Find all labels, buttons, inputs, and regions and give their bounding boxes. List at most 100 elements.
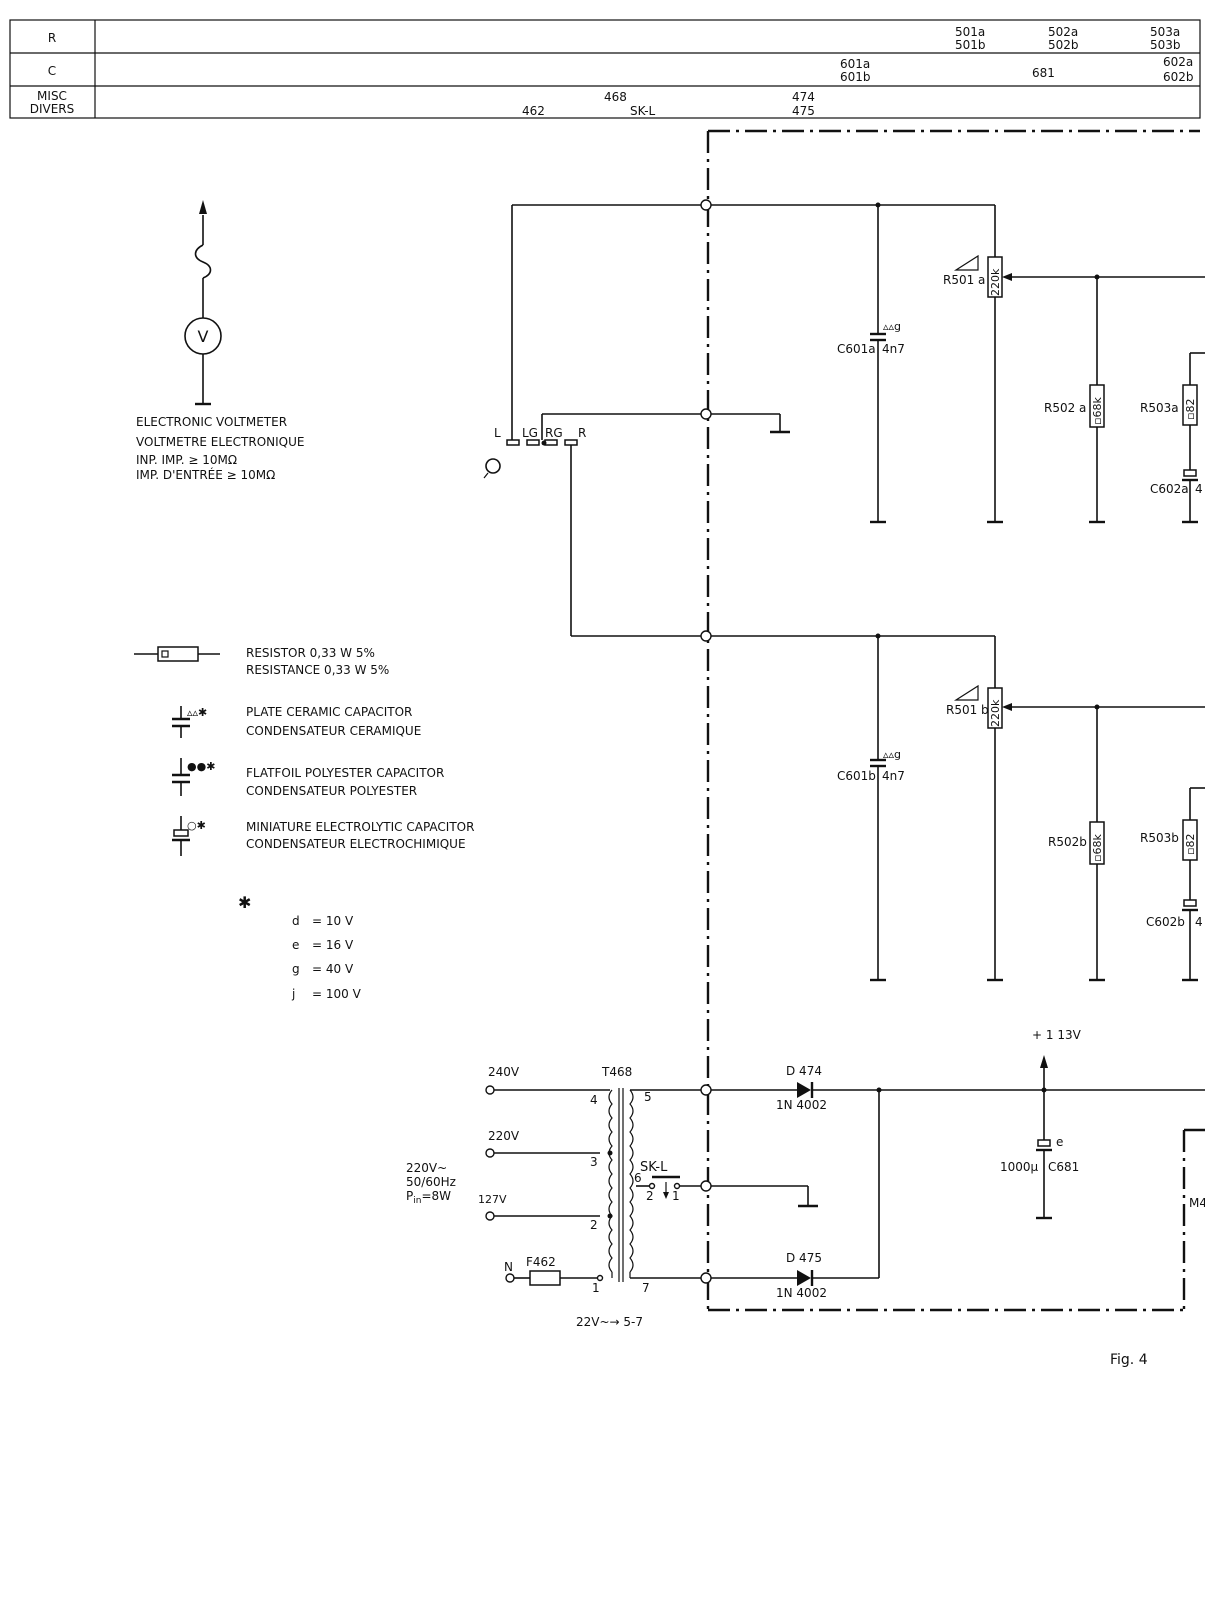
mains-power: Pin=8W [406,1189,451,1206]
c601a-mark: ▵▵g [883,320,901,333]
legend-ceramic-fr: CONDENSATEUR CERAMIQUE [246,724,421,738]
c602b-value: 4 [1195,915,1203,929]
r502a-value: ▫68k [1091,397,1104,425]
channel-a-wiring [511,199,1205,524]
r501b-value: 220k [989,699,1002,727]
voltage-value-e: = 16 V [312,938,354,952]
legend-polyester-capacitor [172,758,190,796]
table-c-601a: 601a [840,57,870,71]
c601a-ref: C601a [837,342,876,356]
supply-voltage: + 1 13V [1032,1028,1082,1042]
legend-resistor-fr: RESISTANCE 0,33 W 5% [246,663,389,677]
legend-polyester-en: FLATFOIL POLYESTER CAPACITOR [246,766,444,780]
transformer-t468: T468 [601,1065,632,1079]
table-r-501a: 501a [955,25,985,39]
voltage-code-d: d [292,914,300,928]
table-label-divers: DIVERS [30,102,75,116]
voltage-code-asterisk: ✱ [238,893,251,912]
connector-pin-r: R [578,426,586,440]
fuse-f462: F462 [526,1255,556,1269]
primary-pin-3: 3 [590,1155,598,1169]
c681-mark: e [1056,1135,1063,1149]
secondary-pin-6: 6 [634,1171,642,1185]
c681-ref: C681 [1048,1160,1079,1174]
table-c-601b: 601b [840,70,871,84]
voltage-value-g: = 40 V [312,962,354,976]
r503a-ref: R503a [1140,401,1179,415]
voltmeter-letter: V [198,327,209,346]
secondary-pin-5: 5 [644,1090,652,1104]
switch-pin-2: 2 [646,1189,654,1203]
table-label-c: C [48,64,56,78]
diode-d474-type: 1N 4002 [776,1098,827,1112]
c602a-ref: C602a [1150,482,1189,496]
legend-ceramic-capacitor [172,706,190,738]
legend-resistor-en: RESISTOR 0,33 W 5% [246,646,375,660]
voltage-code-j: j [291,987,295,1001]
secondary-pin-7: 7 [642,1281,650,1295]
board-boundary [706,129,1205,1312]
legend-electrolytic-mark: ○✱ [187,819,206,832]
table-misc-474: 474 [792,90,815,104]
table-c-602a: 602a [1163,55,1193,69]
r503b-ref: R503b [1140,831,1179,845]
table-r-502a: 502a [1048,25,1078,39]
legend-resistor [134,646,220,662]
table-r-503b: 503b [1150,38,1181,52]
mains-voltage: 220V~ [406,1161,447,1175]
r501a-ref: R501 a [943,273,985,287]
table-r-502b: 502b [1048,38,1079,52]
tap-240v: 240V [488,1065,520,1079]
voltage-code-e: e [292,938,299,952]
switch-skl: SK-L [640,1160,668,1175]
primary-pin-1: 1 [592,1281,600,1295]
r503a-value: ▫82 [1184,399,1197,420]
voltmeter-impedance-fr: IMP. D'ENTRÉE ≥ 10MΩ [136,467,275,482]
connector-pin-rg: RG [545,426,563,440]
voltmeter-symbol: V [184,200,222,406]
reference-table: R C MISC DIVERS 501a 501b 502a 502b 503a… [9,19,1201,119]
diode-d475-type: 1N 4002 [776,1286,827,1300]
legend-electrolytic-en: MINIATURE ELECTROLYTIC CAPACITOR [246,820,474,834]
r503b-value: ▫82 [1184,834,1197,855]
mains-frequency: 50/60Hz [406,1175,456,1189]
legend-electrolytic-fr: CONDENSATEUR ELECTROCHIMIQUE [246,837,466,851]
primary-pin-2: 2 [590,1218,598,1232]
table-c-602b: 602b [1163,70,1194,84]
voltage-value-j: = 100 V [312,987,362,1001]
switch-pin-1: 1 [672,1189,680,1203]
r501a-value: 220k [989,268,1002,296]
voltage-code-table: d = 10 V e = 16 V g = 40 V j = 100 V [291,914,362,1001]
table-misc-skl: SK-L [630,104,656,118]
tap-220v: 220V [488,1129,520,1143]
c601a-value: 4n7 [882,342,905,356]
legend-electrolytic-capacitor [172,816,190,856]
r502b-value: ▫68k [1091,834,1104,862]
table-r-503a: 503a [1150,25,1180,39]
c601b-value: 4n7 [882,769,905,783]
table-misc-475: 475 [792,104,815,118]
legend-polyester-fr: CONDENSATEUR POLYESTER [246,784,417,798]
legend-ceramic-mark: ▵▵✱ [187,706,207,719]
table-label-misc: MISC [37,89,67,103]
figure-label: Fig. 4 [1110,1352,1148,1368]
r502a-ref: R502 a [1044,401,1086,415]
c601b-ref: C601b [837,769,876,783]
table-r-501b: 501b [955,38,986,52]
connector-pin-lg: LG [522,426,538,440]
c681-value: 1000µ [1000,1160,1039,1174]
voltmeter-label-en: ELECTRONIC VOLTMETER [136,415,287,429]
diode-d475: D 475 [786,1251,822,1265]
table-c-681: 681 [1032,66,1055,80]
diode-d474: D 474 [786,1064,822,1078]
r502b-ref: R502b [1048,835,1087,849]
legend-polyester-mark: ●●✱ [187,760,215,773]
table-misc-462: 462 [522,104,545,118]
voltage-value-d: = 10 V [312,914,354,928]
voltmeter-label-fr: VOLTMETRE ELECTRONIQUE [136,435,304,449]
secondary-voltage: 22V~→ 5-7 [576,1315,643,1329]
tap-127v: 127V [478,1193,507,1206]
legend-ceramic-en: PLATE CERAMIC CAPACITOR [246,705,412,719]
voltmeter-impedance-en: INP. IMP. ≥ 10MΩ [136,453,237,467]
